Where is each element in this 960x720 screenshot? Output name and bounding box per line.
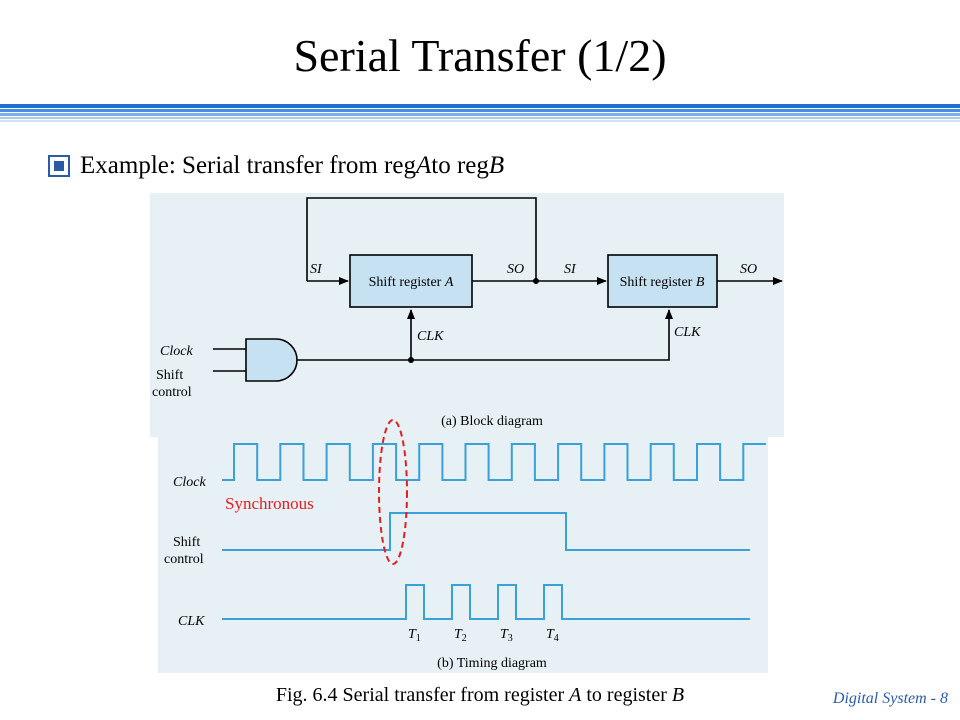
caption-reg-a: A bbox=[569, 684, 582, 706]
pulse-label-t4: T4 bbox=[546, 627, 559, 644]
register-a-prefix: Shift register bbox=[369, 275, 445, 290]
clk-a-label: CLK bbox=[417, 329, 444, 344]
register-a-name: A bbox=[444, 275, 454, 290]
timing-diagram: Clock Shift control CLK T1 T2 T3 T4 (b) … bbox=[158, 437, 768, 673]
shift-register-a: Shift register A bbox=[349, 254, 473, 308]
figure-caption: Fig. 6.4 Serial transfer from register A… bbox=[0, 684, 960, 707]
shift-input-label-2: control bbox=[152, 385, 192, 400]
block-diagram-background bbox=[150, 193, 784, 437]
timing-diagram-background bbox=[158, 437, 768, 673]
pulse-labels: T1 T2 T3 T4 bbox=[408, 627, 559, 644]
junction-dot bbox=[533, 278, 539, 284]
sync-highlight-ellipse bbox=[378, 419, 408, 565]
caption-reg-b: B bbox=[671, 684, 685, 706]
clk-b-label: CLK bbox=[674, 325, 701, 340]
shift-input-label-1: Shift bbox=[156, 368, 183, 383]
block-diagram: Shift register A Shift register B SI SO … bbox=[150, 193, 784, 437]
shift-register-b: Shift register B bbox=[607, 254, 718, 308]
clk-waveform bbox=[222, 584, 750, 620]
slide-footer: Digital System - 8 bbox=[832, 690, 948, 707]
register-b-name: B bbox=[696, 275, 705, 290]
slide-title: Serial Transfer (1/2) bbox=[293, 30, 667, 81]
caption-middle: to register bbox=[581, 684, 672, 706]
so-b-label: SO bbox=[740, 262, 757, 277]
svg-text:Shift register A: Shift register A bbox=[369, 275, 454, 290]
bullet-text-middle: to reg bbox=[431, 152, 489, 179]
square-bullet-icon bbox=[48, 155, 70, 177]
clk-junction-dot bbox=[408, 357, 414, 363]
so-a-label: SO bbox=[507, 262, 524, 277]
shift-control-waveform bbox=[222, 512, 750, 551]
bullet-item: Example: Serial transfer from reg A to r… bbox=[48, 146, 504, 186]
serial-transfer-figure: Shift register A Shift register B SI SO … bbox=[150, 193, 784, 673]
clk-signal-label: CLK bbox=[178, 614, 205, 629]
synchronous-annotation: Synchronous bbox=[225, 494, 314, 513]
pulse-label-t1: T1 bbox=[408, 627, 421, 644]
clock-input-label: Clock bbox=[160, 344, 193, 359]
timing-diagram-caption: (b) Timing diagram bbox=[437, 656, 547, 671]
bullet-reg-b: B bbox=[488, 152, 505, 179]
clock-waveform bbox=[222, 443, 766, 481]
clk-b-wire bbox=[297, 309, 673, 361]
si-a-label: SI bbox=[310, 262, 323, 277]
svg-text:Shift register B: Shift register B bbox=[620, 275, 705, 290]
si-b-label: SI bbox=[564, 262, 577, 277]
register-b-prefix: Shift register bbox=[620, 275, 696, 290]
bullet-text-prefix: Example: Serial transfer from reg bbox=[80, 152, 416, 179]
block-diagram-caption: (a) Block diagram bbox=[441, 414, 543, 429]
caption-prefix: Fig. 6.4 Serial transfer from register bbox=[275, 684, 570, 706]
feedback-wire bbox=[306, 197, 537, 281]
pulse-label-t2: T2 bbox=[454, 627, 467, 644]
title-underline-bar bbox=[0, 104, 960, 122]
shift-signal-label-2: control bbox=[164, 552, 204, 567]
clock-signal-label: Clock bbox=[173, 475, 206, 490]
and-gate bbox=[245, 338, 298, 382]
shift-signal-label-1: Shift bbox=[173, 535, 200, 550]
pulse-label-t3: T3 bbox=[500, 627, 513, 644]
bullet-reg-a: A bbox=[415, 152, 432, 179]
